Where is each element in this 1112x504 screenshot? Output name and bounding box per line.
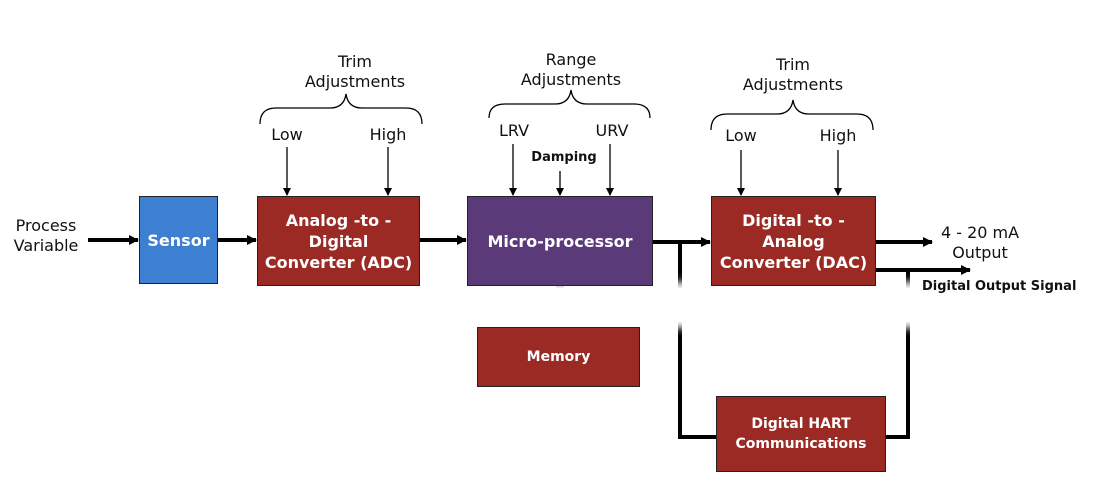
lrv-label: LRV	[498, 121, 530, 140]
adc-high-label: High	[369, 125, 407, 144]
smudge-band	[70, 288, 1090, 322]
adc-trim-heading: Trim Adjustments	[304, 52, 406, 91]
brace-dac-trim	[710, 99, 874, 131]
adc-low-label: Low	[271, 125, 303, 144]
urv-label: URV	[595, 121, 629, 140]
hart-block: Digital HART Communications	[716, 396, 886, 472]
damping-label: Damping	[531, 150, 597, 165]
dac-low-label: Low	[725, 126, 757, 145]
adc-block: Analog -to - Digital Converter (ADC)	[257, 196, 420, 286]
analog-output-label: 4 - 20 mA Output	[940, 223, 1020, 262]
line-from-hart	[886, 270, 910, 439]
range-heading: Range Adjustments	[520, 50, 622, 89]
microprocessor-block: Micro-processor	[467, 196, 653, 286]
brace-adc-trim	[259, 93, 423, 125]
sensor-block: Sensor	[139, 196, 218, 284]
process-variable-label: Process Variable	[13, 216, 79, 255]
dac-trim-heading: Trim Adjustments	[742, 55, 844, 94]
memory-block: Memory	[477, 327, 640, 387]
digital-output-label: Digital Output Signal	[922, 279, 1077, 294]
dac-block: Digital -to - Analog Converter (DAC)	[711, 196, 876, 286]
brace-range	[488, 89, 651, 119]
dac-high-label: High	[819, 126, 857, 145]
